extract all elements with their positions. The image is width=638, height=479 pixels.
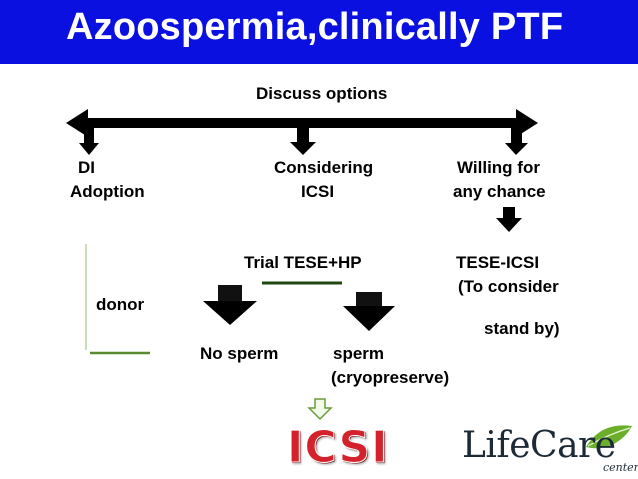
right-to-consider: (To consider: [458, 277, 559, 296]
slide-title: Azoospermia,clinically PTF: [66, 6, 564, 48]
down-arrow-middle: [290, 125, 316, 155]
down-arrow-sperm: [343, 292, 395, 331]
down-arrow-right: [505, 124, 528, 155]
outcome-sperm: sperm: [333, 344, 385, 363]
mid-icsi: ICSI: [301, 182, 335, 201]
mid-trial-tese: Trial TESE+HP: [244, 253, 362, 272]
lifecare-logo-text: LifeCare: [462, 425, 616, 466]
left-adoption: Adoption: [70, 182, 145, 201]
right-tese-icsi: TESE-ICSI: [456, 253, 540, 272]
down-arrow-no-sperm: [203, 285, 257, 325]
left-donor: donor: [96, 295, 145, 314]
discuss-options: Discuss options: [256, 84, 388, 103]
down-arrow-tese: [496, 207, 522, 232]
outline-arrow-icsi: [307, 398, 333, 421]
right-stand-by: stand by): [484, 319, 560, 338]
title-bar: Azoospermia,clinically PTF: [0, 0, 638, 64]
left-di: DI: [78, 158, 95, 177]
outcome-cryopreserve: (cryopreserve): [331, 368, 450, 387]
down-arrow-left: [79, 124, 99, 155]
lifecare-logo-subtext: center: [603, 461, 638, 474]
outcome-no-sperm: No sperm: [200, 344, 279, 363]
right-any-chance: any chance: [453, 182, 546, 201]
icsi-logo: ICSI: [287, 422, 389, 474]
mid-considering: Considering: [274, 158, 374, 177]
right-willing: Willing for: [457, 158, 540, 177]
leaf-icon: [586, 425, 632, 449]
